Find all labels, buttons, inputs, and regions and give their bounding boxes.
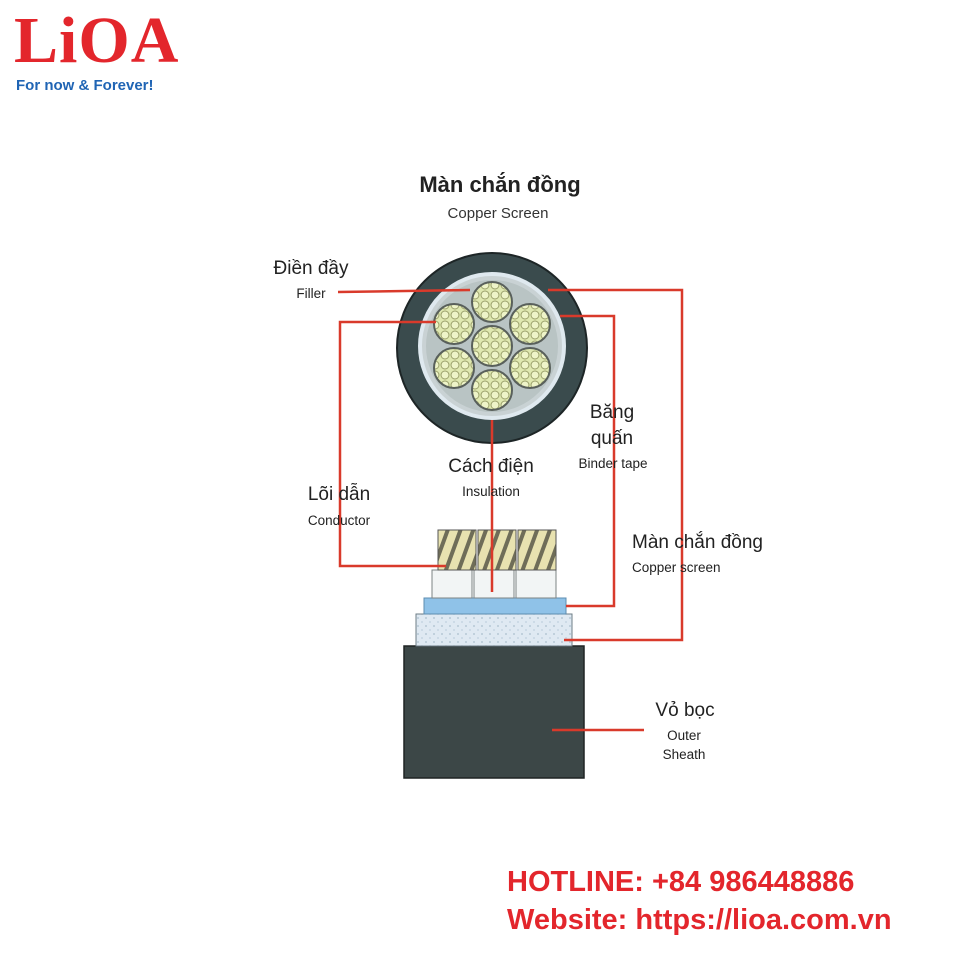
label-outer-sheath-en-2: Sheath	[662, 747, 706, 762]
brand-tagline: For now & Forever!	[16, 77, 154, 94]
label-filler-en: Filler	[296, 286, 326, 301]
label-binder-en: Binder tape	[578, 456, 648, 471]
lioa-logo: LiOA	[14, 4, 180, 77]
website-link[interactable]: Website: https://lioa.com.vn	[507, 904, 892, 936]
label-insulation-vi: Cách điện	[448, 456, 534, 477]
label-outer-sheath-vi: Vỏ bọc	[655, 700, 715, 721]
cross-section	[396, 252, 588, 444]
label-binder-vi-1: Băng	[589, 402, 635, 423]
hotline-text: HOTLINE: +84 986448886	[507, 866, 855, 898]
label-conductor-en: Conductor	[307, 513, 371, 528]
label-copper-screen-vi: Màn chắn đồng	[632, 532, 763, 553]
label-insulation-en: Insulation	[462, 484, 520, 499]
cable-cutaway	[403, 529, 585, 779]
label-copper-screen-en: Copper screen	[632, 560, 721, 575]
diagram-title-vi: Màn chắn đồng	[419, 172, 581, 197]
label-filler-vi: Điền đầy	[273, 258, 349, 279]
label-outer-sheath-en-1: Outer	[667, 728, 701, 743]
diagram-title-en: Copper Screen	[447, 205, 549, 222]
label-binder-vi-2: quấn	[590, 428, 634, 449]
label-conductor-vi: Lõi dẫn	[307, 484, 371, 505]
leader-lines	[337, 288, 684, 732]
